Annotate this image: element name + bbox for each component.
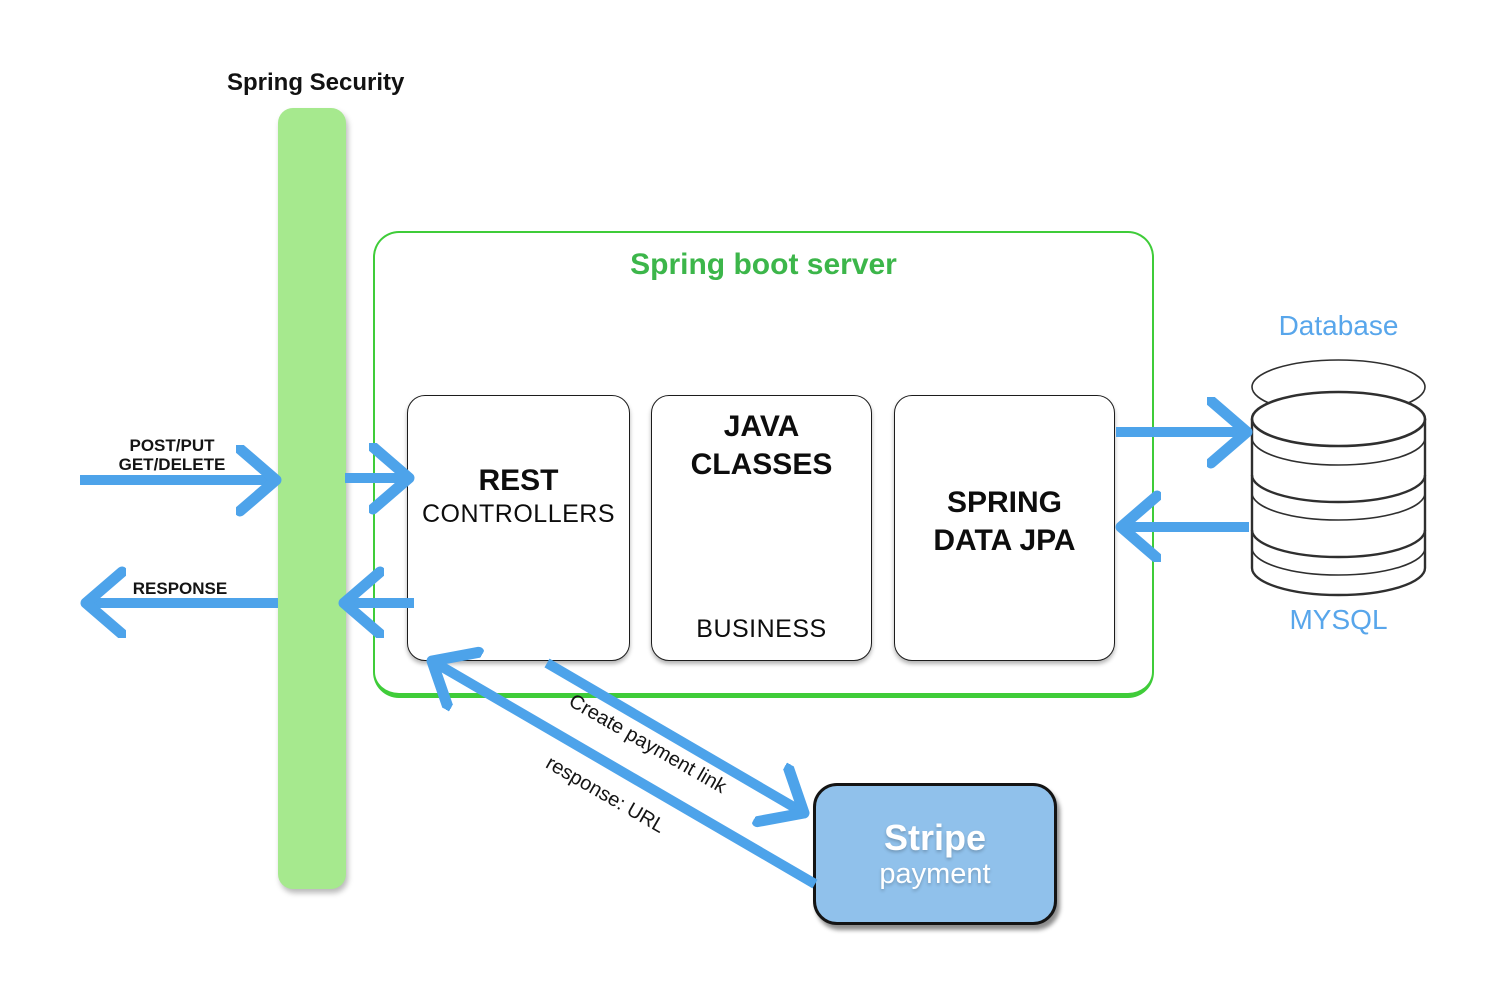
java-classes-title: JAVA CLASSES [652, 408, 871, 484]
stripe-payment-box: Stripe payment [813, 783, 1057, 925]
request-methods-label: POST/PUT GET/DELETE [92, 436, 252, 474]
spring-data-jpa-box: SPRING DATA JPA [894, 395, 1115, 661]
rest-controllers-box: REST CONTROLLERS [407, 395, 630, 661]
java-classes-line2: CLASSES [690, 448, 833, 481]
spring-security-label: Spring Security [227, 69, 405, 96]
response-url-label: response: URL [542, 752, 669, 838]
stripe-subtitle: payment [879, 858, 991, 891]
get-delete-label: GET/DELETE [118, 455, 226, 475]
stripe-title: Stripe [883, 816, 987, 858]
rest-title: REST [478, 464, 559, 497]
post-put-label: POST/PUT [129, 436, 215, 455]
database-label: Database [1278, 310, 1399, 341]
java-classes-box: JAVA CLASSES BUSINESS [651, 395, 872, 661]
spring-boot-server-title: Spring boot server [630, 248, 897, 281]
java-classes-line1: JAVA [723, 410, 800, 443]
jpa-line2: DATA JPA [933, 524, 1076, 557]
spring-data-jpa-title: SPRING DATA JPA [933, 484, 1075, 560]
database-cylinder-icon [1250, 359, 1427, 597]
response-label: RESPONSE [132, 579, 228, 598]
jpa-line1: SPRING [946, 486, 1062, 519]
spring-security-bar [278, 108, 346, 889]
business-label: BUSINESS [696, 615, 827, 643]
rest-subtitle: CONTROLLERS [421, 500, 616, 528]
mysql-label: MYSQL [1289, 604, 1388, 635]
